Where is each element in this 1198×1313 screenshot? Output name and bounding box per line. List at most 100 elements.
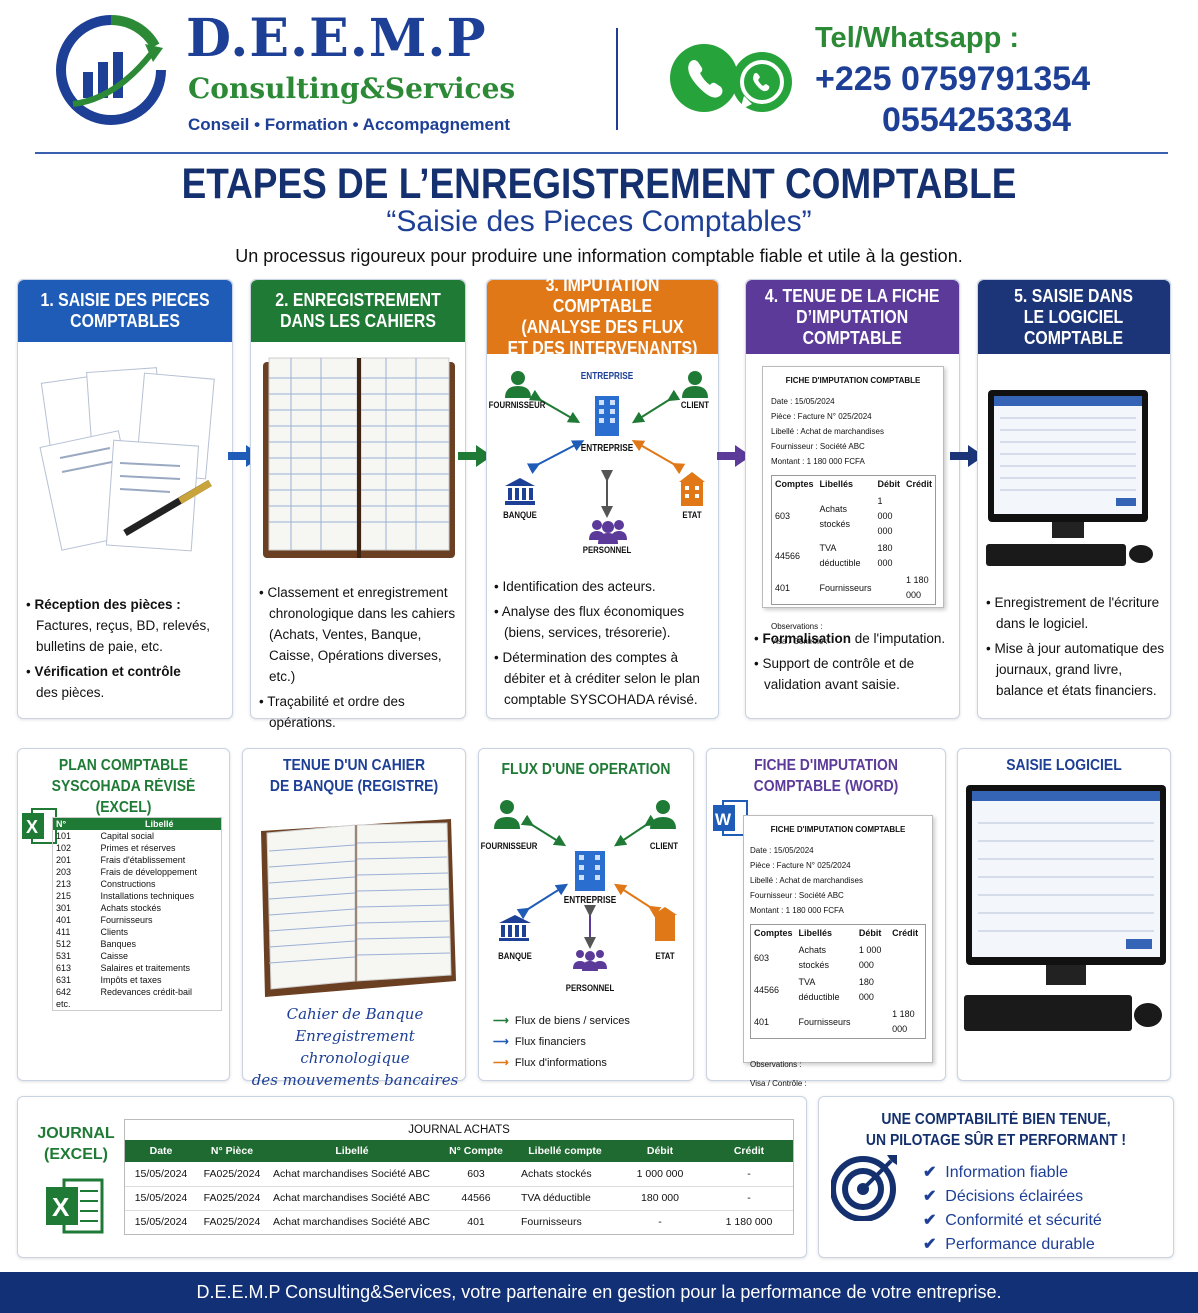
- step-bullets-2: • Classement et enregistrement chronolog…: [259, 585, 456, 730]
- imputation-form: FICHE D'IMPUTATION COMPTABLE Date : 15/0…: [762, 366, 944, 646]
- ledger-book-icon: [261, 819, 456, 997]
- arrow-right-icon: [458, 445, 492, 467]
- contact-phone-2[interactable]: 0554253334: [882, 101, 1072, 139]
- flux-entreprise: ENTREPRISE: [563, 895, 617, 906]
- actor-entreprise-top: ENTREPRISE: [580, 371, 634, 382]
- actor-supplier: FOURNISSEUR: [488, 400, 546, 411]
- flux-client: CLIENT: [649, 841, 679, 852]
- person-icon: [682, 371, 708, 398]
- svg-text:W: W: [715, 810, 732, 829]
- flux-title: FLUX D'UNE OPERATION: [501, 761, 671, 778]
- saisie-logiciel-card: SAISIE LOGICIEL: [957, 748, 1171, 1081]
- benefits-list: ✔ Information fiable ✔ Décisions éclairé…: [923, 1161, 1102, 1257]
- word-form: FICHE D'IMPUTATION COMPTABLE Date : 15/0…: [743, 815, 933, 1088]
- check-icon: ✔: [923, 1188, 937, 1205]
- banque-caption: Cahier de Banque Enregistrement chronolo…: [251, 1005, 459, 1089]
- step-bullets-4: • Formalisation de l'imputation. • Suppo…: [754, 631, 946, 692]
- check-icon: ✔: [923, 1236, 937, 1253]
- step-bullets-1: • Réception des pièces :Factures, reçus,…: [26, 597, 211, 700]
- brand-name: D.E.E.M.P: [186, 8, 487, 69]
- legend-item-financial: ⟶ Flux financiers: [493, 1036, 586, 1048]
- page-title: ETAPES DE L’ENREGISTREMENT COMPTABLE: [181, 160, 1017, 208]
- excel-icon: X: [22, 808, 57, 844]
- computer-icon: [986, 390, 1153, 566]
- staff-group-icon: [589, 520, 627, 544]
- legend-item-information: ⟶ Flux d'informations: [493, 1057, 607, 1069]
- legend-item-goods: ⟶ Flux de biens / services: [493, 1015, 630, 1027]
- page-subtitle: “Saisie des Pieces Comptables”: [386, 205, 812, 238]
- arrow-right-icon: [717, 445, 751, 467]
- step-bullets-5: • Enregistrement de l'écriture dans le l…: [986, 595, 1165, 698]
- svg-text:X: X: [26, 817, 38, 837]
- header-divider: [616, 28, 618, 130]
- company-logo-icon: [56, 14, 166, 125]
- flux-operation-card: FLUX D'UNE OPERATION FOURNISSEUR CLIENT …: [478, 748, 694, 1081]
- building-icon: [595, 396, 619, 436]
- footer-banner: D.E.E.M.P Consulting&Services, votre par…: [0, 1272, 1198, 1313]
- benefit-item: ✔ Information fiable: [923, 1164, 1069, 1181]
- benefits-card: UNE COMPTABILITÉ BIEN TENUE,UN PILOTAGE …: [818, 1096, 1174, 1258]
- phone-whatsapp-icon: [670, 44, 792, 112]
- computer-icon: [964, 785, 1166, 1031]
- person-icon: [505, 371, 531, 398]
- flux-supplier: FOURNISSEUR: [480, 841, 538, 852]
- contact-phone-1[interactable]: +225 0759791354: [815, 60, 1091, 98]
- brand-tagline: Conseil • Formation • Accompagnement: [188, 115, 511, 134]
- step-header-3: 3. IMPUTATION COMPTABLE(ANALYSE DES FLUX…: [487, 275, 718, 358]
- actor-staff: PERSONNEL: [582, 545, 632, 556]
- ledger-book-icon: [263, 357, 455, 558]
- flux-legend: ⟶ Flux de biens / services ⟶ Flux financ…: [493, 1011, 630, 1074]
- journal-label: JOURNAL(EXCEL): [37, 1125, 115, 1163]
- actor-state: ETAT: [682, 510, 702, 521]
- documents-icon: [39, 367, 215, 552]
- flux-bank: BANQUE: [498, 951, 532, 962]
- svg-text:X: X: [52, 1192, 70, 1222]
- bank-icon: [505, 478, 535, 505]
- arrow-right-icon: [950, 445, 984, 467]
- excel-icon: X: [46, 1178, 104, 1234]
- check-icon: ✔: [923, 1164, 937, 1181]
- logiciel-title: SAISIE LOGICIEL: [1006, 757, 1122, 774]
- header-rule: [35, 152, 1168, 154]
- intro-text: Un processus rigoureux pour produire une…: [235, 246, 963, 266]
- check-icon: ✔: [923, 1212, 937, 1229]
- step-card-3: 3. IMPUTATION COMPTABLE(ANALYSE DES FLUX…: [486, 275, 719, 719]
- contact-label: Tel/Whatsapp :: [815, 22, 1020, 54]
- benefits-title: UNE COMPTABILITÉ BIEN TENUE,UN PILOTAGE …: [865, 1111, 1127, 1149]
- benefit-item: ✔ Décisions éclairées: [923, 1188, 1084, 1205]
- target-icon: [831, 1155, 897, 1221]
